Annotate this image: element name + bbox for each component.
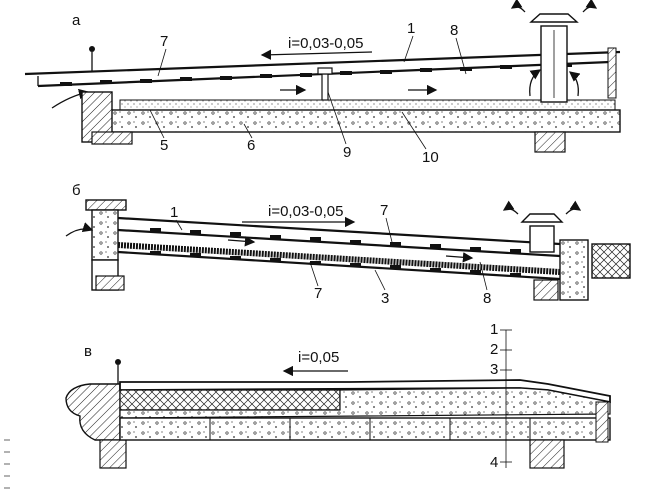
panel-c-slope: i=0,05 (282, 349, 348, 377)
callout-label: 9 (343, 144, 351, 161)
panel-c-edge (595, 401, 609, 443)
panel-c-cornice (65, 383, 121, 441)
panel-b-airflow-arrow (227, 236, 256, 247)
panel-c-insulation (119, 389, 341, 411)
panel-c-roof-membrane (119, 379, 611, 404)
callout-label: 7 (314, 285, 322, 302)
panel-a-post-cap (317, 67, 333, 75)
callout-label: 2 (490, 341, 498, 358)
panel-a-slope-label: i=0,03-0,05 (288, 35, 363, 52)
callout-label: 1 (170, 204, 178, 221)
callout-label: 7 (380, 202, 388, 219)
panel-b-slope: i=0,03-0,05 (242, 203, 356, 228)
panel-c: в i=0,05 1 2 3 (65, 321, 611, 471)
callout-label: 8 (483, 290, 491, 307)
panel-b-column (533, 279, 559, 301)
panel-a-slope-arrow (260, 49, 373, 60)
panel-b-parapet-cap (85, 199, 127, 211)
panel-b: б i=0,03-0,05 (65, 182, 631, 307)
panel-c-slope-label: i=0,05 (298, 349, 339, 366)
callout-label: 10 (422, 149, 439, 166)
callout-label: 3 (381, 290, 389, 307)
panel-c-letter: в (84, 343, 92, 360)
callout-label: 6 (247, 137, 255, 154)
panel-a-vent-shaft (510, 0, 598, 103)
panel-c-screed (119, 387, 611, 419)
panel-a-beam (91, 131, 133, 145)
panel-b-wall (91, 209, 119, 261)
callout-label: 1 (490, 321, 498, 338)
panel-a-column (534, 131, 566, 153)
panel-a-letter: а (72, 12, 81, 29)
panel-b-adjacent-slab (591, 243, 631, 279)
panel-b-callouts: 1 7 7 3 8 (170, 202, 491, 307)
panel-b-inlet-arrow (65, 222, 94, 237)
margin-ticks (4, 439, 10, 489)
callout-label: 3 (490, 361, 498, 378)
panel-b-letter: б (72, 182, 81, 199)
callout-label: 4 (490, 454, 498, 471)
panel-c-wall (99, 439, 127, 469)
callout-label: 8 (450, 22, 458, 39)
panel-a-pole-head (89, 46, 95, 52)
callout-label: 7 (160, 33, 168, 50)
panel-b-slope-label: i=0,03-0,05 (268, 203, 343, 220)
panel-c-slab (119, 417, 611, 441)
panel-b-right-wall (559, 239, 589, 301)
panel-b-vent-shaft (502, 200, 582, 253)
callout-label: 1 (407, 20, 415, 37)
panel-a: а i=0,03-0,05 (24, 0, 621, 166)
panel-b-lower-deck (117, 242, 561, 281)
panel-a-fascia (607, 47, 617, 99)
panel-c-callouts: 1 2 3 4 (490, 321, 512, 471)
panel-b-upper-deck (117, 216, 561, 258)
panel-c-pole-head (115, 359, 121, 365)
panel-a-callouts: 7 1 8 5 6 9 10 (149, 20, 467, 166)
panel-c-column (529, 439, 565, 469)
panel-a-slab (94, 109, 621, 133)
callout-label: 5 (160, 137, 168, 154)
panel-b-airflow-arrow (445, 252, 474, 263)
panel-a-slope: i=0,03-0,05 (260, 35, 373, 60)
panel-b-beam (95, 275, 125, 291)
panel-a-post (321, 73, 329, 101)
